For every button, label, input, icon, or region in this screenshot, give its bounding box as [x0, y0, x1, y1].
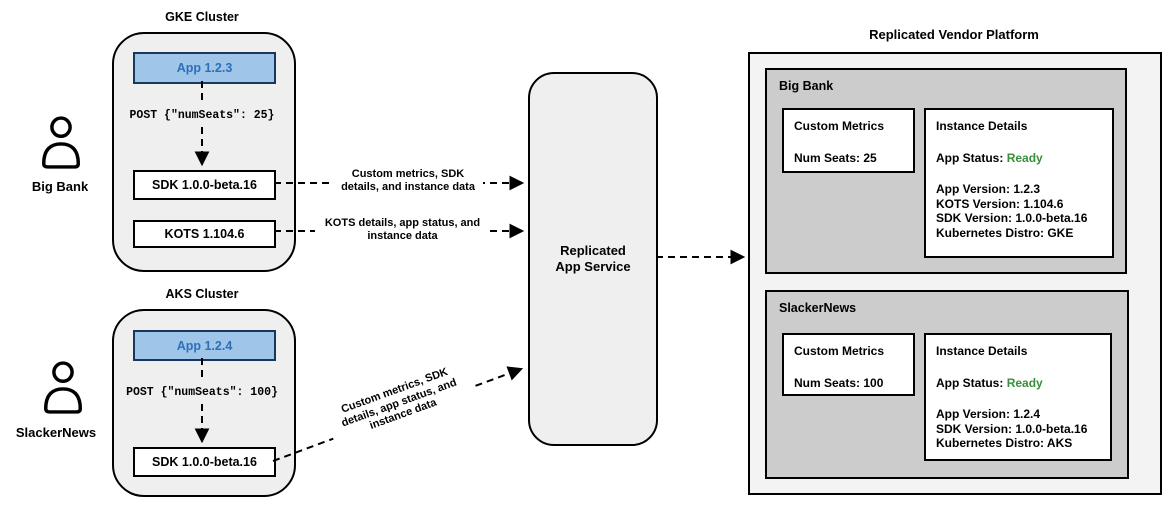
big-bank-actor-label: Big Bank	[31, 179, 89, 194]
app-status-value: Ready	[1006, 150, 1043, 165]
slackernews-actor-label: SlackerNews	[15, 425, 97, 440]
slackernews-panel-name: SlackerNews	[779, 301, 857, 315]
kots-version-line: KOTS Version: 1.104.6	[936, 196, 1064, 211]
slackernews-user-icon	[44, 361, 82, 414]
app-status-value: Ready	[1006, 375, 1043, 390]
aks-post-payload: POST {"numSeats": 100}	[126, 386, 278, 399]
instance-details-title: Instance Details	[936, 344, 1028, 358]
num-seats-value: Num Seats: 25	[794, 150, 877, 165]
big-bank-custom-metrics-box: Custom Metrics Num Seats: 25	[782, 108, 915, 173]
app-status-line: App Status: Ready	[936, 151, 1102, 166]
app-status-label: App Status:	[936, 150, 1004, 165]
big-bank-customer-panel: Big Bank Custom Metrics Num Seats: 25 In…	[765, 68, 1127, 274]
gke-kots-arrow-label: KOTS details, app status, and instance d…	[315, 217, 490, 242]
gke-sdk-arrow-label: Custom metrics, SDK details, and instanc…	[333, 168, 483, 193]
sdk-version-line: SDK Version: 1.0.0-beta.16	[936, 421, 1088, 436]
app-status-line: App Status: Ready	[936, 376, 1100, 391]
slackernews-custom-metrics-box: Custom Metrics Num Seats: 100	[782, 333, 915, 396]
custom-metrics-title: Custom Metrics	[794, 344, 885, 358]
kubernetes-distro-line: Kubernetes Distro: AKS	[936, 436, 1073, 450]
gke-cluster-title: GKE Cluster	[165, 10, 239, 24]
instance-details-title: Instance Details	[936, 119, 1028, 133]
gke-kots-box: KOTS 1.104.6	[133, 220, 276, 248]
custom-metrics-title: Custom Metrics	[794, 119, 885, 133]
gke-app-box: App 1.2.3	[133, 52, 276, 84]
app-version-line: App Version: 1.2.4	[936, 407, 1041, 421]
aks-app-box: App 1.2.4	[133, 330, 276, 361]
vendor-platform-title: Replicated Vendor Platform	[869, 27, 1039, 42]
service-name-line2: App Service	[555, 259, 631, 274]
app-status-label: App Status:	[936, 375, 1004, 390]
app-version-line: App Version: 1.2.3	[936, 182, 1041, 196]
gke-sdk-box: SDK 1.0.0-beta.16	[133, 170, 276, 200]
aks-sdk-box: SDK 1.0.0-beta.16	[133, 447, 276, 477]
kubernetes-distro-line: Kubernetes Distro: GKE	[936, 225, 1074, 240]
big-bank-instance-details-box: Instance Details App Status: Ready App V…	[924, 108, 1114, 258]
slackernews-instance-details-box: Instance Details App Status: Ready App V…	[924, 333, 1112, 461]
aks-cluster-title: AKS Cluster	[165, 287, 239, 301]
gke-post-payload: POST {"numSeats": 25}	[129, 109, 275, 122]
replicated-app-service-box: Replicated App Service	[528, 72, 658, 446]
big-bank-panel-name: Big Bank	[779, 79, 834, 93]
num-seats-value: Num Seats: 100	[794, 375, 884, 390]
big-bank-user-icon	[42, 116, 80, 169]
service-name-line1: Replicated	[560, 243, 626, 258]
slackernews-customer-panel: SlackerNews Custom Metrics Num Seats: 10…	[765, 290, 1129, 479]
sdk-version-line: SDK Version: 1.0.0-beta.16	[936, 211, 1088, 225]
